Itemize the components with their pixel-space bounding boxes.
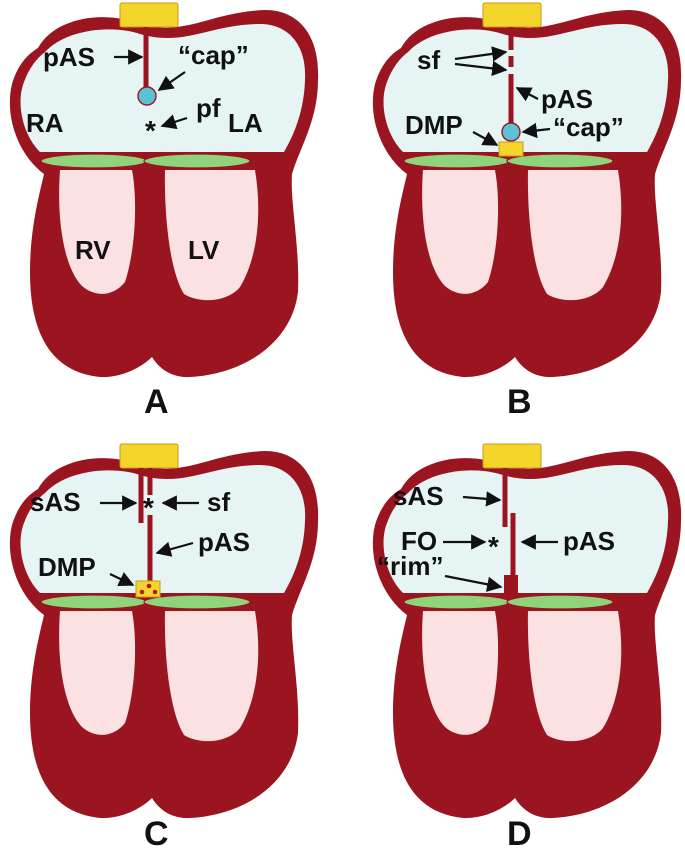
secondary-foramen-star: * [143, 492, 154, 523]
arrow-dmp [109, 572, 135, 586]
panel-c: sAS * sf pAS DMP C [9, 443, 319, 853]
arrow-sas [462, 491, 502, 507]
mesenchymal-cap [501, 122, 521, 142]
septal-rim [504, 575, 518, 597]
panel-d: sAS FO * pAS “rim” D [372, 443, 682, 853]
panel-letter-d: D [507, 815, 532, 853]
label-la: LA [228, 108, 263, 138]
arrow-cap [521, 122, 551, 139]
label-ra: RA [26, 108, 64, 138]
label-rim: “rim” [377, 551, 443, 581]
panel-letter-c: C [144, 815, 169, 853]
label-sf: sf [207, 487, 230, 517]
foramen-ovale-star: * [488, 531, 499, 562]
arrow-dmp [472, 131, 499, 146]
label-pas: pAS [43, 42, 95, 72]
label-pf: pf [196, 93, 221, 123]
arrow-rim [444, 574, 503, 592]
dmp-dot-2 [146, 583, 152, 589]
dmp-dot-1 [139, 589, 145, 595]
label-dmp: DMP [38, 552, 96, 582]
panel-letter-b: B [507, 383, 532, 421]
label-sf: sf [417, 45, 440, 75]
label-sas: sAS [393, 481, 444, 511]
dorsal-mesenchymal-protrusion [135, 580, 161, 598]
label-lv: LV [188, 235, 220, 265]
label-pas: pAS [541, 84, 593, 114]
label-rv: RV [75, 235, 111, 265]
label-pas: pAS [198, 527, 250, 557]
label-cap: “cap” [178, 40, 249, 70]
label-fo: FO [401, 526, 437, 556]
arrow-pf [160, 114, 188, 130]
label-cap: “cap” [553, 112, 624, 142]
arrow-sf-1 [454, 46, 508, 62]
label-dmp: DMP [405, 110, 463, 140]
arrow-pas [515, 87, 539, 102]
dorsal-mesenchymal-protrusion [498, 141, 524, 157]
panel-a: pAS “cap” pf * RA LA RV LV A [9, 2, 319, 421]
arrow-cap [157, 71, 186, 91]
arrow-sf-2 [454, 60, 508, 77]
label-sas: sAS [30, 487, 81, 517]
label-pas: pAS [563, 526, 615, 556]
primary-foramen-star: * [145, 115, 156, 146]
panel-letter-a: A [144, 383, 169, 421]
mesenchymal-cap [137, 86, 157, 106]
arrow-pas [155, 541, 194, 557]
dmp-dot-3 [152, 589, 158, 595]
panel-b: sf pAS DMP “cap” B [372, 2, 682, 421]
